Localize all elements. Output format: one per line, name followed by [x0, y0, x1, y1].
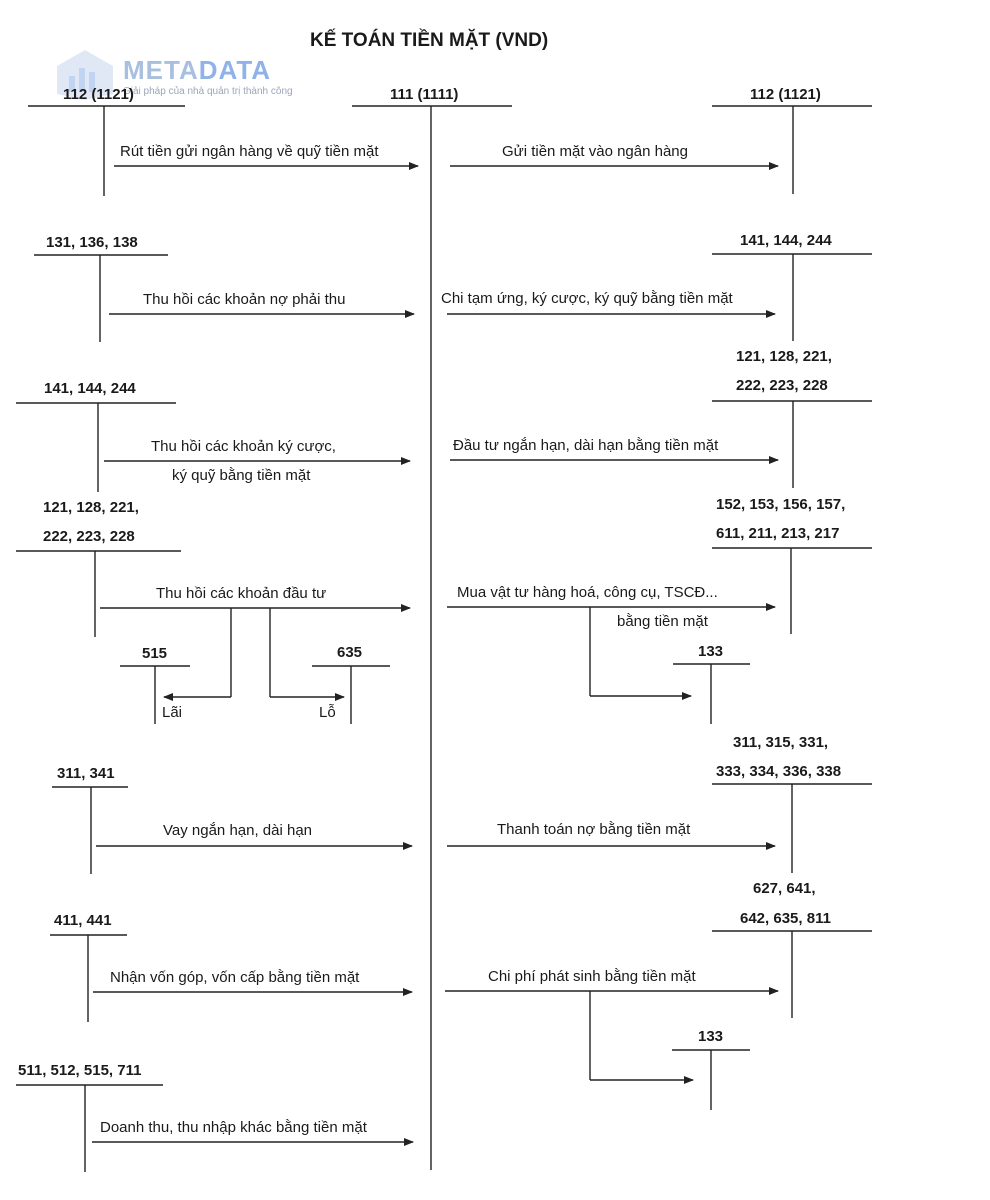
- right-label-152-line1: Mua vật tư hàng hoá, công cụ, TSCĐ...: [457, 584, 718, 601]
- left-label-511: Doanh thu, thu nhập khác bằng tiền mặt: [100, 1119, 367, 1136]
- metadata-logo-icon: [57, 50, 113, 100]
- left-label-141-line2: ký quỹ bằng tiền mặt: [172, 467, 311, 484]
- right-label-141: Chi tạm ứng, ký cược, ký quỹ bằng tiền m…: [441, 290, 733, 307]
- left-label-112: Rút tiền gửi ngân hàng về quỹ tiền mặt: [120, 143, 379, 160]
- left-label-311: Vay ngắn hạn, dài hạn: [163, 822, 313, 839]
- page-title: KẾ TOÁN TIỀN MẶT (VND): [310, 30, 549, 51]
- left-label-635: Lỗ: [319, 704, 336, 721]
- right-account-627-line1: 627, 641,: [753, 880, 816, 897]
- right-label-627: Chi phí phát sinh bằng tiền mặt: [488, 968, 696, 985]
- right-account-121-line1: 121, 128, 221,: [736, 348, 832, 365]
- left-account-311: 311, 341: [57, 765, 115, 782]
- left-label-141-line1: Thu hồi các khoản ký cược,: [151, 438, 336, 455]
- right-account-311-line2: 333, 334, 336, 338: [716, 763, 842, 780]
- watermark-tagline: Giải pháp của nhà quản trị thành công: [123, 86, 293, 97]
- left-label-131: Thu hồi các khoản nợ phải thu: [143, 291, 346, 308]
- center-account-label: 111 (1111): [390, 86, 459, 103]
- right-account-311-line1: 311, 315, 331,: [733, 734, 829, 751]
- right-label-311: Thanh toán nợ bằng tiền mặt: [497, 821, 691, 838]
- right-account-133b: 133: [698, 1028, 724, 1045]
- watermark-brand-part1: META: [123, 55, 199, 85]
- left-label-515: Lãi: [162, 704, 183, 721]
- left-account-411: 411, 441: [54, 912, 112, 929]
- left-account-515: 515: [142, 645, 168, 662]
- right-label-121: Đầu tư ngắn hạn, dài hạn bằng tiền mặt: [453, 437, 719, 454]
- right-account-133a: 133: [698, 643, 724, 660]
- left-label-411: Nhận vốn góp, vốn cấp bằng tiền mặt: [110, 969, 360, 986]
- watermark-brand-part2: DATA: [198, 55, 272, 85]
- left-account-635: 635: [337, 644, 363, 661]
- right-account-152-line2: 611, 211, 213, 217: [716, 525, 840, 542]
- right-account-141: 141, 144, 244: [740, 232, 832, 249]
- left-account-121-line2: 222, 223, 228: [43, 528, 135, 545]
- right-account-112: 112 (1121): [750, 86, 821, 103]
- right-account-121-line2: 222, 223, 228: [736, 377, 828, 394]
- left-label-121: Thu hồi các khoản đầu tư: [156, 585, 327, 602]
- left-account-141: 141, 144, 244: [44, 380, 136, 397]
- right-label-152-line2: bằng tiền mặt: [617, 613, 708, 630]
- watermark-brand: METADATA: [123, 56, 271, 84]
- right-label-112: Gửi tiền mặt vào ngân hàng: [502, 143, 688, 160]
- left-account-112: 112 (1121): [63, 86, 134, 103]
- right-account-627-line2: 642, 635, 811: [740, 910, 831, 927]
- left-account-131: 131, 136, 138: [46, 234, 138, 251]
- right-account-152-line1: 152, 153, 156, 157,: [716, 496, 846, 513]
- left-account-121-line1: 121, 128, 221,: [43, 499, 139, 516]
- left-account-511: 511, 512, 515, 711: [18, 1062, 142, 1079]
